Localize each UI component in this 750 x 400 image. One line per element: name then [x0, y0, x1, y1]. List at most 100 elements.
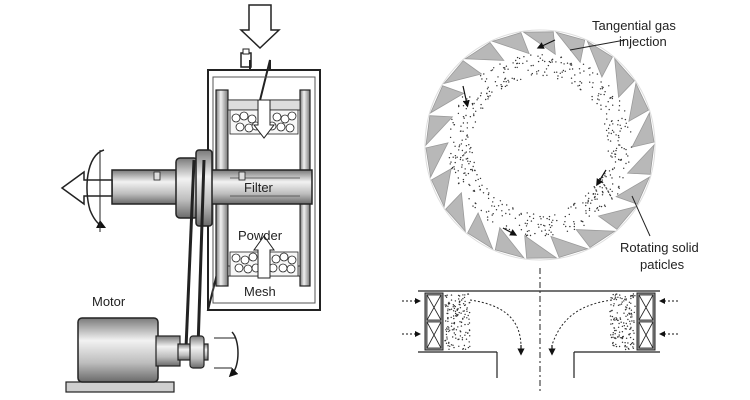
particle [461, 164, 463, 166]
particle [621, 341, 624, 343]
particle [458, 300, 461, 302]
particle [624, 118, 627, 121]
particle [622, 337, 624, 339]
particle [607, 190, 609, 192]
particle [471, 151, 473, 154]
particle [627, 318, 629, 321]
particle [588, 209, 591, 211]
particle [486, 92, 488, 95]
particle [603, 204, 606, 206]
particle [552, 219, 554, 221]
particle [630, 131, 632, 133]
particle [518, 62, 520, 65]
particle [494, 81, 497, 83]
particle [592, 193, 594, 195]
particle [551, 61, 553, 63]
particle [582, 202, 584, 204]
particle [610, 334, 612, 336]
particle [605, 187, 607, 189]
particle [625, 306, 627, 308]
particle [629, 320, 631, 322]
particle [457, 314, 459, 316]
particle [455, 329, 458, 331]
particle [468, 183, 470, 186]
particle [614, 161, 617, 163]
particle [601, 194, 604, 196]
particle [631, 295, 633, 297]
particle [615, 343, 617, 346]
particle [625, 322, 627, 325]
particle [463, 172, 465, 175]
particle [632, 347, 635, 349]
particle [475, 202, 477, 205]
particle [610, 155, 612, 157]
particle [505, 225, 508, 227]
particle [460, 321, 463, 323]
particle [524, 222, 526, 224]
particle [450, 152, 452, 155]
particle [626, 346, 628, 348]
solid-particles [448, 54, 633, 237]
particle [459, 335, 462, 337]
particle [620, 127, 622, 130]
particle [453, 346, 455, 349]
particle [458, 345, 460, 347]
particle [539, 57, 541, 59]
particle [557, 78, 559, 80]
particle [544, 234, 547, 237]
particle [606, 188, 608, 190]
vane [615, 176, 651, 205]
particle [565, 225, 567, 228]
particle [468, 322, 471, 324]
particle [466, 127, 468, 129]
particle [468, 329, 471, 331]
particle [530, 220, 533, 222]
particle [604, 185, 606, 187]
particle [615, 298, 618, 301]
particle [621, 325, 624, 328]
particle [612, 342, 614, 345]
particle [491, 91, 493, 93]
particle [601, 190, 604, 193]
particle [493, 67, 495, 69]
particle [597, 98, 599, 100]
particle [445, 296, 448, 298]
particle [628, 308, 631, 310]
particle [540, 223, 542, 226]
particle [623, 325, 625, 327]
particle [628, 348, 630, 350]
particle [598, 99, 600, 101]
particle [526, 230, 529, 233]
particle [616, 293, 618, 295]
particle [505, 212, 507, 215]
particle [503, 80, 505, 83]
particle [467, 293, 470, 295]
particle [589, 67, 591, 69]
particle [475, 110, 477, 113]
particle [632, 293, 635, 295]
particle [526, 219, 529, 222]
particle [571, 68, 574, 70]
particle [621, 301, 623, 303]
particle [526, 223, 528, 225]
particle [622, 177, 624, 179]
vane [631, 111, 655, 148]
particle [614, 329, 616, 332]
particle [556, 71, 558, 73]
particle [622, 336, 624, 338]
particle [561, 71, 563, 73]
particle [462, 130, 464, 132]
particle [606, 135, 609, 137]
particle [487, 193, 490, 196]
side-particle-layer [444, 293, 636, 351]
particle [501, 203, 503, 206]
flow-streamlines [469, 299, 613, 356]
particle [607, 150, 609, 152]
particle [597, 209, 600, 211]
particle [619, 297, 621, 299]
particle [482, 107, 484, 109]
particle [545, 68, 548, 70]
particle [600, 205, 603, 208]
vane [626, 143, 655, 175]
